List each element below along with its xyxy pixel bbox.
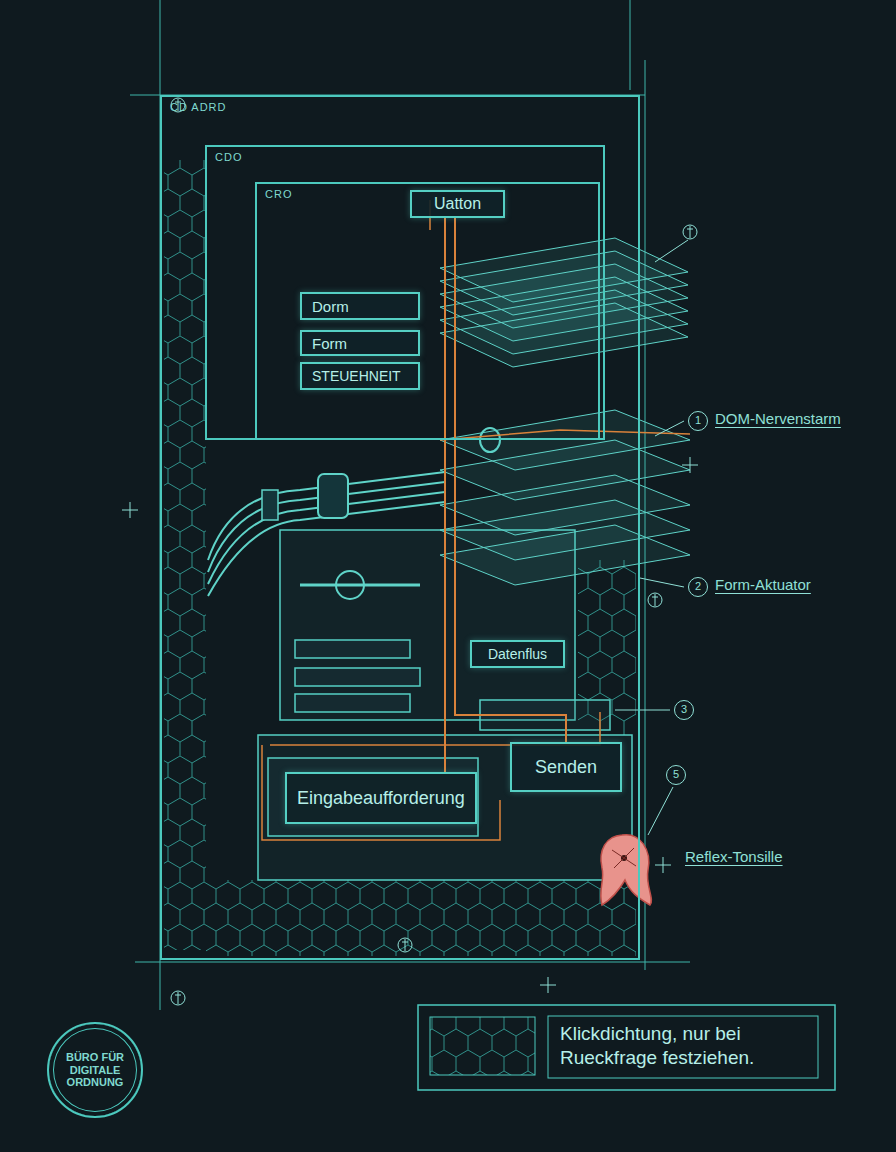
part-name: DOM-Nervenstarm — [715, 410, 841, 427]
callout-number: 5 — [666, 765, 686, 785]
callout-number: 1 — [688, 411, 708, 431]
node-text: Eingabeaufforderung — [297, 788, 465, 809]
callout-number: 3 — [674, 700, 694, 720]
node-text: Uatton — [434, 195, 481, 213]
hex-grid — [206, 880, 636, 956]
node-text: Senden — [535, 757, 597, 778]
node-text: STEUEHNEIT — [312, 368, 401, 384]
legend-text: Klickdichtung, nur bei Rueckfrage festzi… — [560, 1022, 795, 1070]
ui-box: Dorm — [300, 292, 420, 320]
node-text: BÜRO FÜR DIGITALE ORDNUNG — [60, 1051, 130, 1089]
part-name: Reflex-Tonsille — [685, 848, 783, 865]
hex-grid — [164, 160, 206, 950]
tonsil-figure — [601, 835, 652, 905]
stamp-seal: BÜRO FÜR DIGITALE ORDNUNG — [47, 1022, 143, 1118]
node-text: CD ADRD — [170, 101, 630, 113]
window-frame: CDOCROUattonDormFormSTEUEHNEIT — [205, 145, 605, 440]
ui-box: STEUEHNEIT — [300, 362, 420, 390]
ui-box: Datenflus — [470, 640, 565, 668]
window-frame: CD ADRDCDOCROUattonDormFormSTEUEHNEITDat… — [160, 95, 640, 960]
node-text: CDO — [215, 151, 595, 163]
callout-number: 2 — [688, 577, 708, 597]
signal-wire — [455, 218, 566, 742]
hex-sample — [430, 1017, 535, 1075]
ui-box: Uatton — [410, 190, 505, 218]
ui-box: Senden — [510, 742, 622, 792]
ui-box: Eingabeaufforderung — [285, 772, 477, 824]
node-text: Form — [312, 335, 347, 352]
node-text: Dorm — [312, 298, 349, 315]
signal-wire — [444, 218, 446, 772]
part-name: Form-Aktuator — [715, 576, 811, 593]
window-frame: CROUattonDormFormSTEUEHNEIT — [255, 182, 600, 440]
node-text: Datenflus — [488, 646, 547, 662]
ui-box: Form — [300, 330, 420, 356]
